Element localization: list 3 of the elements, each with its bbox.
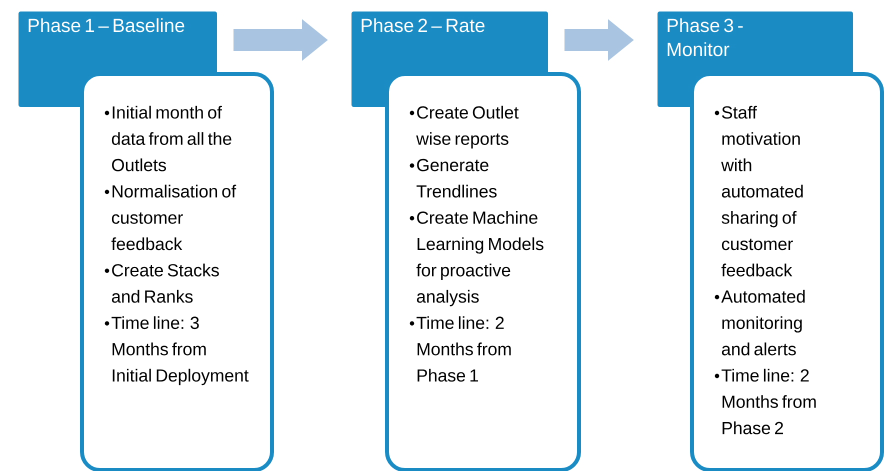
- content-box: Staff motivation with automated sharing of customer feedback Automated monitoring and alerts Time line: 2 Months from Phase 2: [690, 72, 884, 471]
- content-box: Initial month of data from all the Outlets Normalisation of customer feedback Create Stacks and Ranks Time line: 3 Months from Initial Deployment: [80, 72, 274, 471]
- content-box: Create Outlet wise reports Generate Trendlines Create Machine Learning Models for proactive analysis Time line: 2 Months from Phase 1: [385, 72, 581, 471]
